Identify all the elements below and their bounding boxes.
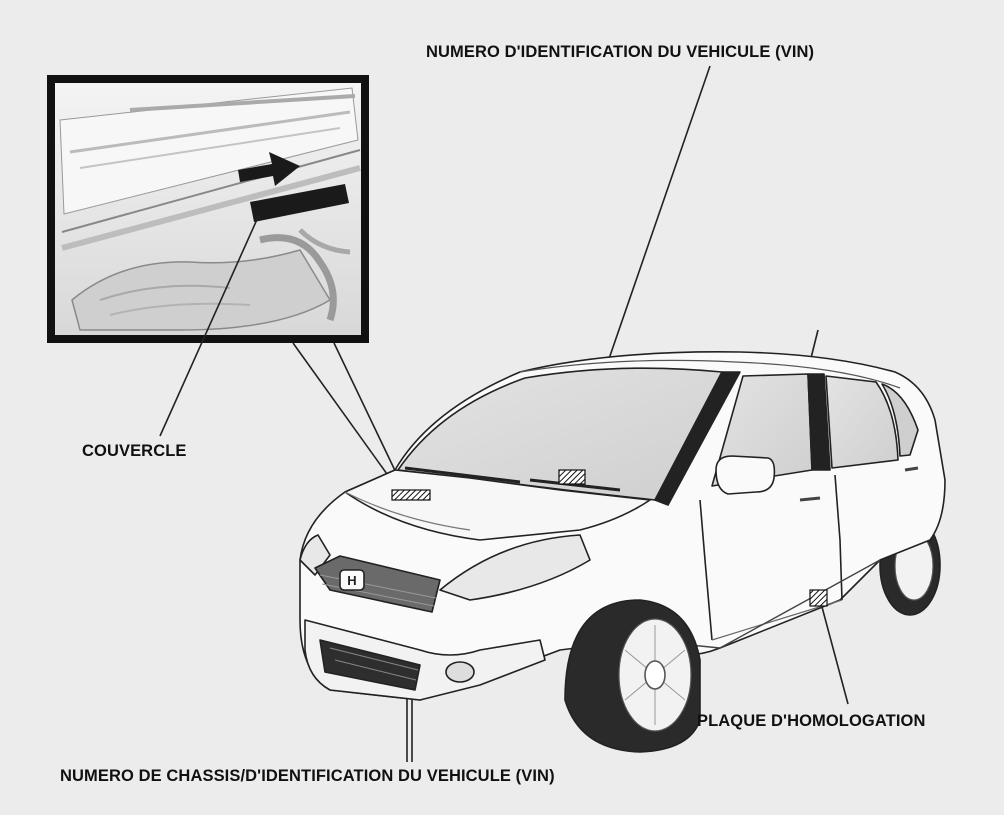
- label-vin: NUMERO D'IDENTIFICATION DU VEHICULE (VIN…: [426, 43, 815, 61]
- headlight-right: [439, 534, 591, 601]
- vin-plate-body: [391, 489, 431, 501]
- leader-cover: [159, 214, 260, 437]
- detail-inset: [47, 75, 369, 343]
- vin-plate-windshield: [558, 469, 586, 485]
- vin-cover-part: [250, 184, 349, 222]
- homologation-plate-marker: [809, 589, 828, 607]
- label-homologation-plate: PLAQUE D'HOMOLOGATION: [697, 712, 926, 730]
- callout-lines: [159, 65, 849, 762]
- hood-edge: [61, 149, 361, 233]
- label-chassis-vin: NUMERO DE CHASSIS/D'IDENTIFICATION DU VE…: [60, 767, 555, 785]
- hood: [344, 469, 651, 541]
- label-cover: COUVERCLE: [82, 442, 187, 460]
- a-pillar: [654, 371, 741, 506]
- side-mirror: [715, 455, 776, 495]
- cowl-panel: [59, 87, 359, 215]
- svg-text:H: H: [347, 573, 356, 588]
- wiper-arm: [129, 94, 356, 112]
- slide-arrow-icon: [238, 152, 300, 186]
- lower-grille: [319, 639, 421, 691]
- antenna: [810, 329, 819, 359]
- car-illustration: H: [299, 351, 946, 753]
- leader-plate: [821, 606, 849, 705]
- brand-badge: [339, 569, 365, 591]
- rear-side-window: [825, 375, 899, 469]
- fog-light: [445, 661, 475, 683]
